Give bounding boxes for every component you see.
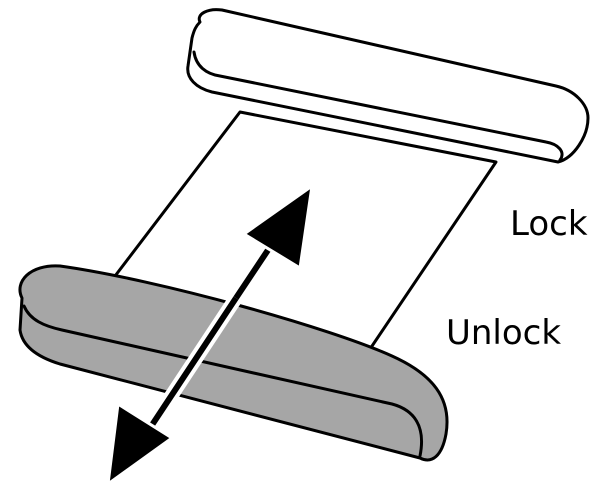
lock-position-bar xyxy=(186,8,590,164)
unlock-bar-body xyxy=(18,264,449,462)
arrow-head-down xyxy=(106,402,174,486)
arrow-shaft-lower xyxy=(147,296,239,430)
arrow-head-up xyxy=(242,184,314,270)
double-headed-arrow-lower xyxy=(106,294,242,486)
lock-bar-edge xyxy=(192,50,564,162)
unlock-position-bar xyxy=(18,264,449,462)
lock-label: Lock xyxy=(510,204,588,244)
lock-bar-body xyxy=(186,8,590,164)
unlock-bar-edge xyxy=(22,304,423,458)
unlock-label: Unlock xyxy=(446,313,562,353)
